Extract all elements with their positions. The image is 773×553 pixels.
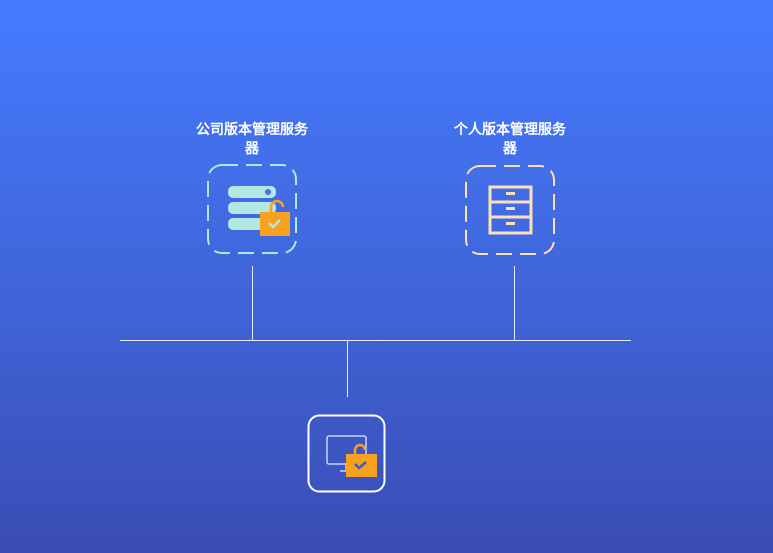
connector-horizontal bbox=[120, 340, 631, 341]
company-server-label: 公司版本管理服务器 bbox=[196, 122, 308, 157]
personal-server-label: 个人版本管理服务器 bbox=[454, 122, 566, 157]
monitor-lock-icon[interactable] bbox=[307, 414, 387, 494]
cabinet-icon[interactable] bbox=[463, 163, 558, 258]
connector-personal bbox=[514, 266, 515, 340]
connector-company bbox=[252, 266, 253, 340]
connector-client bbox=[347, 340, 348, 397]
server-lock-icon[interactable] bbox=[205, 162, 300, 257]
